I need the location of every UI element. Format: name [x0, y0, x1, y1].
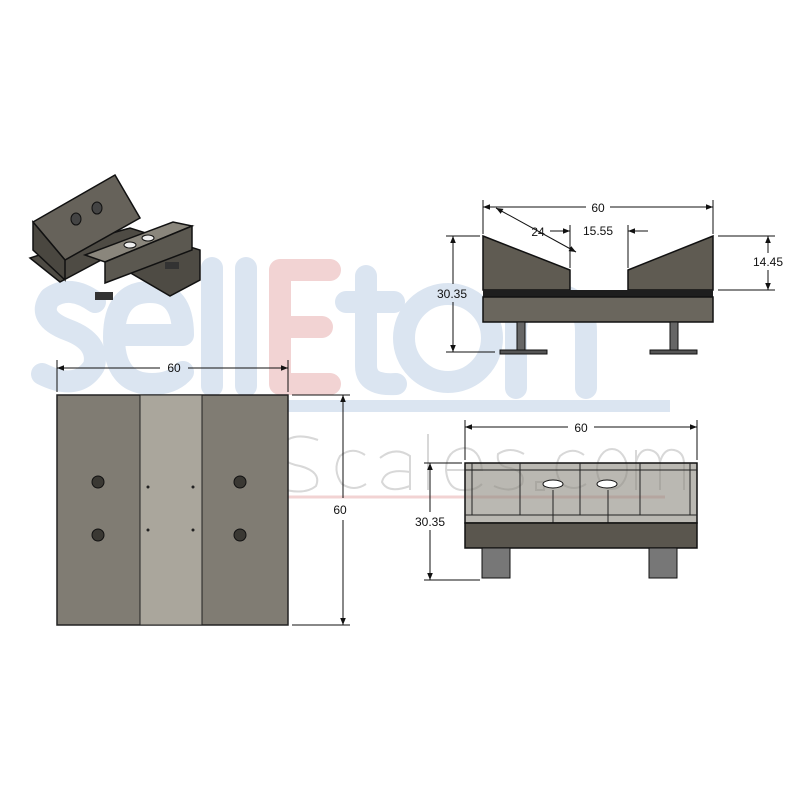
top-view: 60 60	[56, 360, 350, 626]
side-width-dimension: 60	[574, 421, 588, 435]
wedge-height-dimension: 14.45	[753, 255, 783, 269]
front-view: 60 24 15.55 30.35 14.45	[437, 200, 783, 355]
bolt-holes	[91, 475, 247, 542]
gap-dimension: 15.55	[583, 224, 613, 238]
front-height-dimension: 30.35	[437, 287, 467, 301]
isometric-view	[28, 173, 201, 300]
top-width-dimension: 60	[167, 361, 181, 375]
side-height-dimension: 30.35	[415, 515, 445, 529]
slope-length-dimension: 24	[531, 225, 545, 239]
front-width-dimension: 60	[591, 201, 605, 215]
side-view: 60 30.35	[415, 420, 698, 581]
top-depth-dimension: 60	[333, 503, 347, 517]
